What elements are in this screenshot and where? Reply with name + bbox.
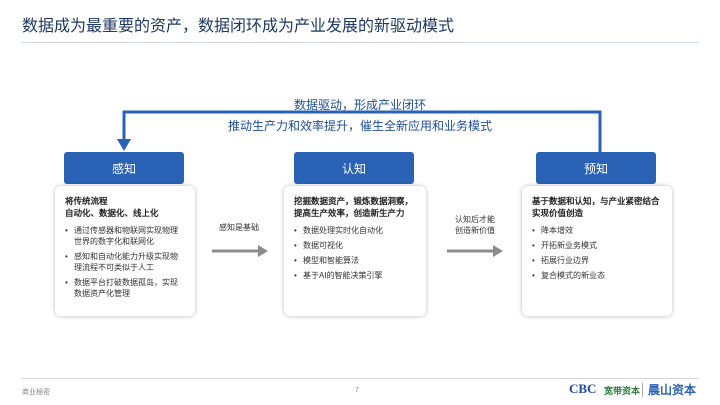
list-item: 感知和自动化能力升级实现物理流程不可类似于人工 [65, 251, 185, 273]
title-divider [22, 42, 698, 43]
page-number: 7 [355, 387, 359, 394]
list-item: 降本增效 [532, 225, 662, 236]
list-item: 通过传感器和物联网实现物理世界的数字化和联网化 [65, 225, 185, 247]
stage-header-perception: 感知 [64, 152, 184, 184]
loop-caption-2: 推动生产力和效率提升，催生全新应用和业务模式 [227, 119, 492, 133]
list-item: 开拓新业务模式 [532, 240, 662, 251]
stage-card-prediction: 基于数据和认知，与产业紧密结合实现价值创造 降本增效 开拓新业务模式 拓展行业边… [522, 186, 672, 316]
confidential-label: 商业秘密 [22, 389, 50, 396]
logo-separator [642, 383, 643, 397]
cbc-logo: CBC [569, 381, 597, 396]
stage-card-cognition: 挖掘数据资产，锻炼数据洞察，提高生产效率，创造新生产力 数据处理实时化自动化 数… [284, 186, 426, 316]
list-item: 拓展行业边界 [532, 255, 662, 266]
list-item: 复合模式的新业态 [532, 270, 662, 281]
card-lead: 基于数据和认知，与产业紧密结合实现价值创造 [532, 196, 660, 218]
footer-divider [22, 378, 698, 379]
stage-header-prediction: 预知 [536, 152, 656, 184]
list-item: 数据平台打破数据孤岛，实现数据资产化管理 [65, 277, 185, 299]
loop-caption-1: 数据驱动，形成产业闭环 [293, 98, 426, 112]
page-title: 数据成为最重要的资产，数据闭环成为产业发展的新驱动模式 [22, 18, 455, 35]
bullet-list: 数据处理实时化自动化 数据可视化 模型和智能算法 基于AI的智能决策引擎 [294, 225, 416, 281]
stage-header-cognition: 认知 [294, 152, 414, 184]
list-item: 基于AI的智能决策引擎 [294, 270, 416, 281]
list-item: 数据可视化 [294, 240, 416, 251]
bullet-list: 降本增效 开拓新业务模式 拓展行业边界 复合模式的新业态 [532, 225, 662, 281]
list-item: 模型和智能算法 [294, 255, 416, 266]
list-item: 数据处理实时化自动化 [294, 225, 416, 236]
transition-label-1: 感知是基础 [219, 223, 259, 232]
chenshan-logo: 晨山资本 [648, 383, 697, 397]
card-lead: 将传统流程 自动化、数据化、线上化 [65, 196, 159, 218]
transition-label-2: 认知后才能 创造新价值 [455, 215, 495, 235]
bullet-list: 通过传感器和物联网实现物理世界的数字化和联网化 感知和自动化能力升级实现物理流程… [65, 225, 185, 299]
card-lead: 挖掘数据资产，锻炼数据洞察，提高生产效率，创造新生产力 [294, 196, 414, 218]
cbc-logo-text: 宽带资本 [604, 386, 641, 396]
stage-card-perception: 将传统流程 自动化、数据化、线上化 通过传感器和物联网实现物理世界的数字化和联网… [55, 186, 195, 316]
